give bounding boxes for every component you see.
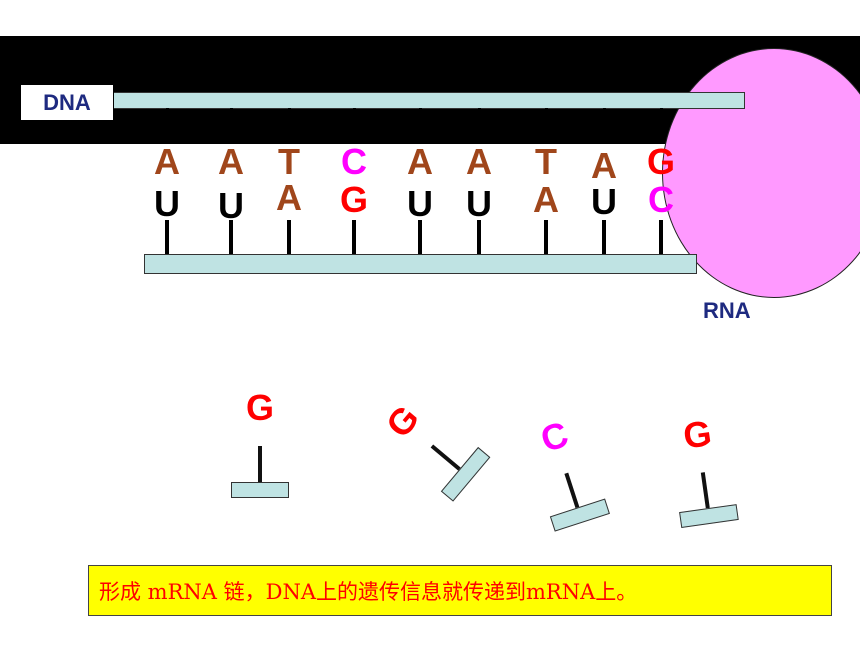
dna-tick xyxy=(288,108,291,118)
dna-base: T xyxy=(278,141,300,182)
dna-tick xyxy=(230,108,233,118)
free-nucleotide-sugar xyxy=(440,446,491,502)
free-nucleotide-sugar xyxy=(231,482,289,498)
free-nucleotide-stick xyxy=(430,444,461,471)
dna-base: A xyxy=(407,141,433,182)
rna-tick xyxy=(165,220,169,254)
rna-base: C xyxy=(648,179,674,220)
dna-base: G xyxy=(646,141,675,182)
dna-base: C xyxy=(341,141,367,182)
dna-base: T xyxy=(535,141,557,182)
dna-tick xyxy=(603,108,606,118)
dna-base: A xyxy=(466,141,492,182)
free-nucleotide-sugar xyxy=(549,498,610,532)
dna-tick xyxy=(545,108,548,118)
dna-base: A xyxy=(591,145,617,186)
dna-tick xyxy=(660,108,663,118)
rna-tick xyxy=(477,220,481,254)
rna-tick xyxy=(602,220,606,254)
dna-tick xyxy=(419,108,422,118)
dna-tick xyxy=(478,108,481,118)
rna-base: U xyxy=(218,185,244,226)
rna-base: U xyxy=(154,183,180,224)
caption-text: 形成 mRNA 链，DNA上的遗传信息就传递到mRNA上。 xyxy=(99,579,638,604)
free-base-letter: G xyxy=(680,412,715,457)
rna-strand xyxy=(144,254,697,274)
free-base-letter: C xyxy=(535,413,574,461)
free-base-letter: G xyxy=(377,397,428,446)
rna-base: G xyxy=(339,179,368,220)
rna-tick xyxy=(544,220,548,254)
dna-base: A xyxy=(154,141,180,182)
free-nucleotide-sugar xyxy=(679,504,739,528)
rna-tick xyxy=(418,220,422,254)
rna-base: A xyxy=(276,177,302,218)
dna-label: DNA xyxy=(20,84,114,121)
free-base-letter: G xyxy=(245,387,274,428)
rna-tick xyxy=(229,220,233,254)
rna-base: U xyxy=(591,181,617,222)
dna-tick xyxy=(353,108,356,118)
free-nucleotide-stick xyxy=(564,472,580,509)
rna-label: RNA xyxy=(703,298,751,323)
rna-base: U xyxy=(466,183,492,224)
free-nucleotide-stick xyxy=(258,446,262,482)
dna-base: A xyxy=(218,141,244,182)
rna-base: U xyxy=(407,183,433,224)
rna-base: A xyxy=(533,179,559,220)
caption-box: 形成 mRNA 链，DNA上的遗传信息就传递到mRNA上。 xyxy=(88,565,832,616)
rna-tick xyxy=(659,220,663,254)
dna-strand xyxy=(112,92,745,109)
dna-tick xyxy=(166,108,169,118)
free-nucleotide-stick xyxy=(700,472,710,509)
rna-tick xyxy=(287,220,291,254)
rna-tick xyxy=(352,220,356,254)
